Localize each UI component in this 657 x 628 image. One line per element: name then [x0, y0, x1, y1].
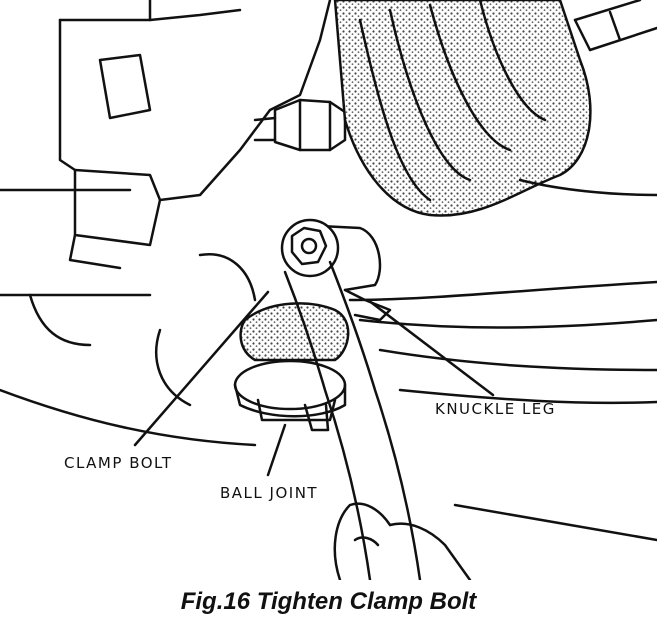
ball-joint-housing [233, 302, 350, 432]
clamp-bolt-leader [133, 290, 270, 447]
knuckle-leg-boss [298, 223, 392, 322]
hub-bolt [253, 98, 347, 152]
knuckle-leg-leader [366, 298, 495, 397]
figure-caption: Fig.16 Tighten Clamp Bolt [180, 588, 477, 615]
lower-control-arm [348, 178, 657, 542]
knuckle-leg-label: KNUCKLE LEG [435, 400, 556, 418]
brake-assembly [0, 188, 257, 447]
ball-joint-label: BALL JOINT [220, 484, 319, 502]
suspension-illustration [0, 0, 657, 580]
cv-boot [333, 0, 592, 217]
hand [333, 502, 472, 580]
axle-shaft [573, 0, 657, 52]
torque-wrench [280, 218, 422, 580]
ball-joint-leader [266, 423, 287, 477]
knuckle-housing [58, 0, 332, 270]
clamp-bolt-label: CLAMP BOLT [64, 454, 173, 472]
